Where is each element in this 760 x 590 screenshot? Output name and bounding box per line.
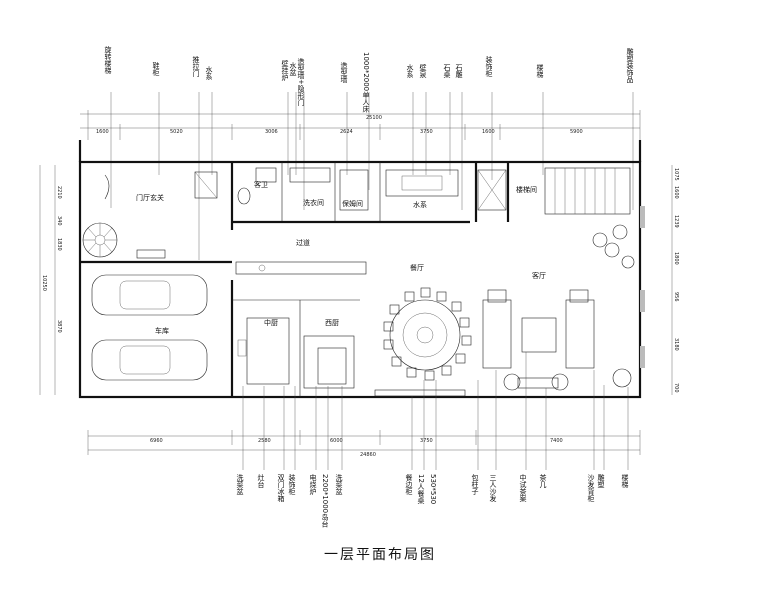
dim-left-3: 1830 [56,238,62,251]
dim-bottom-1: 6960 [150,438,163,444]
room-living: 客厅 [532,271,546,280]
water-feature [385,169,459,197]
dim-left-2: 340 [56,216,62,226]
corridor-counter [235,261,367,275]
dim-top-total: 25100 [366,115,382,121]
top-label-group: 旋转楼梯 鞋柜 推拉门 水系 壁挂炉 水盆 造型墙+隐形门 造型墙 1000*2… [104,45,634,260]
label-stone-table: 石桌 [443,64,451,79]
label-three-seat-sofa: 三人沙发 [489,474,497,503]
dim-bottom-2: 2580 [258,438,271,444]
room-nanny: 保姆间 [342,199,363,208]
label-spiral-stair: 旋转楼梯 [104,45,112,75]
room-water: 水系 [413,200,427,209]
interior-walls [80,162,510,397]
dim-bottom-4: 3750 [420,438,433,444]
label-display-cabinet: 装饰柜 [485,55,493,78]
dim-left-total: 10250 [41,275,47,291]
room-bath: 客卫 [254,180,268,189]
dim-left-4: 3870 [56,320,62,333]
label-shoe-cabinet: 鞋柜 [152,61,160,77]
foyer-furniture [104,171,218,259]
label-stove: 灶台 [257,473,265,489]
room-kitchen-west: 西厨 [325,319,339,327]
label-sculpture: 雕塑 [597,473,605,488]
label-dining-table-12: 12人餐桌 [417,474,425,505]
dim-top-2: 5020 [170,129,183,135]
stair-hall [477,167,631,215]
dim-left-1: 2210 [56,186,62,199]
label-fridge: 双门冰箱 [277,474,285,503]
label-sink-1: 洗菜盆 [236,473,244,495]
garage-cars [91,274,208,381]
dim-right-5: 956 [673,292,679,302]
label-stairs-bottom: 楼梯 [621,473,629,489]
label-water-feature-1: 水系 [205,65,213,80]
dim-right-6: 3180 [673,338,679,351]
dim-top-4: 2624 [340,129,353,135]
dim-right-4: 1800 [673,252,679,265]
room-foyer: 门厅玄关 [136,193,164,202]
dim-bottom-3: 6000 [330,438,343,444]
label-water-feature-2: 水系 [406,63,414,78]
room-stair: 楼梯间 [516,185,537,194]
kitchen-fixtures [237,317,355,389]
bath-fixtures [237,167,369,211]
dining-table [374,287,472,397]
label-stairs-top: 楼梯 [536,63,544,79]
label-wall-boiler: 壁挂炉 [281,59,289,82]
label-stone-sculpture: 石雕 [455,64,463,79]
dim-top-3: 3006 [265,129,278,135]
living-furniture [482,224,635,391]
label-feature-wall: 造型墙 [340,61,348,84]
dim-right-1: 1075 [673,168,679,181]
label-chair-size: 530*530 [429,474,437,504]
label-tea-table: 中试茶案 [519,473,527,503]
dim-top-1: 1600 [96,129,109,135]
exterior-walls [78,140,645,399]
label-single-bed: 1000*2000单人床 [362,52,370,113]
dim-right-3: 1239 [673,215,679,228]
label-sliding-door: 推拉门 [192,55,200,78]
bottom-leaders [242,352,629,470]
left-dimensions: 10250 2210 340 1830 3870 [39,165,62,395]
label-sofa-back-cabinet: 沙发背柜 [587,474,595,503]
room-laundry: 洗衣间 [303,198,324,207]
label-basin: 水盆 [289,61,297,76]
room-kitchen-cn: 中厨 [264,318,278,327]
label-wrapped-column: 包柱子 [471,473,479,495]
room-corridor: 过道 [296,238,310,247]
dim-bottom-total: 24860 [360,452,376,458]
label-electric-oven: 电烧炉 [309,473,317,496]
top-dimensions: 1600 5020 3006 2624 3750 1600 5900 25100 [80,110,641,140]
label-hidden-door-wall: 造型墙+隐形门 [297,57,305,107]
dim-top-7: 5900 [570,129,583,135]
label-coffee-table: 茶几 [539,473,547,489]
label-sideboard: 餐边柜 [405,473,413,496]
room-labels: 门厅玄关 客卫 洗衣间 保姆间 水系 楼梯间 过道 餐厅 客厅 车库 中厨 西厨 [136,180,546,335]
bottom-dimensions: 6960 2580 6000 3750 7400 24860 [87,430,641,458]
dim-bottom-5: 7400 [550,438,563,444]
room-garage: 车库 [155,326,169,335]
label-island: 2200*1000岛台 [321,474,329,528]
label-wall-fountain: 壁泉 [419,63,427,78]
drawing-title: 一层平面布局图 [324,547,436,563]
dim-right-2: 1600 [673,186,679,199]
label-sculpture-ornament: 雕塑装饰品 [626,47,634,84]
dim-right-7: 700 [673,383,679,393]
room-dining: 餐厅 [410,263,424,272]
spiral-stair [82,222,118,258]
label-deco-cabinet: 装饰柜 [288,473,296,496]
label-sink-2: 洗菜盆 [335,473,343,495]
bottom-label-group: 洗菜盆 灶台 双门冰箱 装饰柜 电烧炉 2200*1000岛台 洗菜盆 餐边柜 … [236,473,629,528]
dim-top-5: 3750 [420,129,433,135]
dim-top-6: 1600 [482,129,495,135]
right-dimensions: 1075 1600 1239 1800 956 3180 700 [671,165,679,395]
